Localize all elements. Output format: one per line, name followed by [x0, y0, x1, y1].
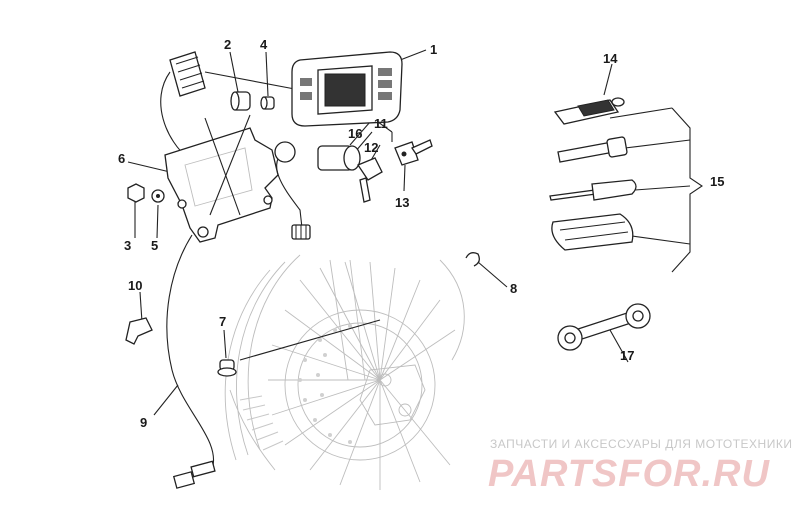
front-wheel-background — [224, 254, 465, 490]
callout-1: 1 — [430, 42, 437, 57]
spare-key-part — [394, 139, 433, 166]
grommet-part — [230, 91, 251, 111]
callout-6: 6 — [118, 151, 125, 166]
callout-8: 8 — [510, 281, 517, 296]
watermark-caption: ЗАПЧАСТИ И АКСЕССУАРЫ ДЛЯ МОТОТЕХНИКИ — [490, 437, 792, 451]
clip-part — [465, 252, 480, 267]
callout-labels: 1 2 3 4 5 6 7 8 9 10 11 12 13 14 15 16 1… — [118, 37, 724, 430]
screwdriver-part — [549, 179, 637, 201]
spacer-part — [260, 96, 275, 110]
tube-spanner-part — [557, 136, 628, 163]
callout-5: 5 — [151, 238, 158, 253]
wrench-part — [557, 303, 651, 351]
watermark: ЗАПЧАСТИ И АКСЕССУАРЫ ДЛЯ МОТОТЕХНИКИ PA… — [488, 437, 792, 495]
speedometer-cable-part — [166, 234, 216, 489]
screw-part — [217, 359, 237, 377]
callout-11: 11 — [374, 116, 388, 131]
instrument-panel-part — [291, 51, 403, 127]
watermark-logo: PARTSFOR.RU — [488, 453, 770, 495]
washer-part — [151, 189, 165, 203]
tool-bag-part — [551, 213, 634, 251]
callout-12: 12 — [364, 140, 378, 155]
callout-4: 4 — [260, 37, 268, 52]
callout-9: 9 — [140, 415, 147, 430]
callout-16: 16 — [348, 126, 362, 141]
tool-pouch-part — [553, 97, 625, 125]
cable-clamp-part — [125, 317, 153, 345]
callout-17: 17 — [620, 348, 634, 363]
callout-13: 13 — [395, 195, 409, 210]
callout-2: 2 — [224, 37, 231, 52]
callout-15: 15 — [710, 174, 724, 189]
ignition-switch-part — [274, 141, 361, 240]
callout-7: 7 — [219, 314, 226, 329]
mounting-bracket-part — [164, 114, 279, 243]
key-part — [357, 157, 383, 203]
nut-part — [127, 183, 145, 203]
callout-3: 3 — [124, 238, 131, 253]
callout-14: 14 — [603, 51, 618, 66]
leader-lines — [127, 49, 703, 416]
callout-10: 10 — [128, 278, 142, 293]
